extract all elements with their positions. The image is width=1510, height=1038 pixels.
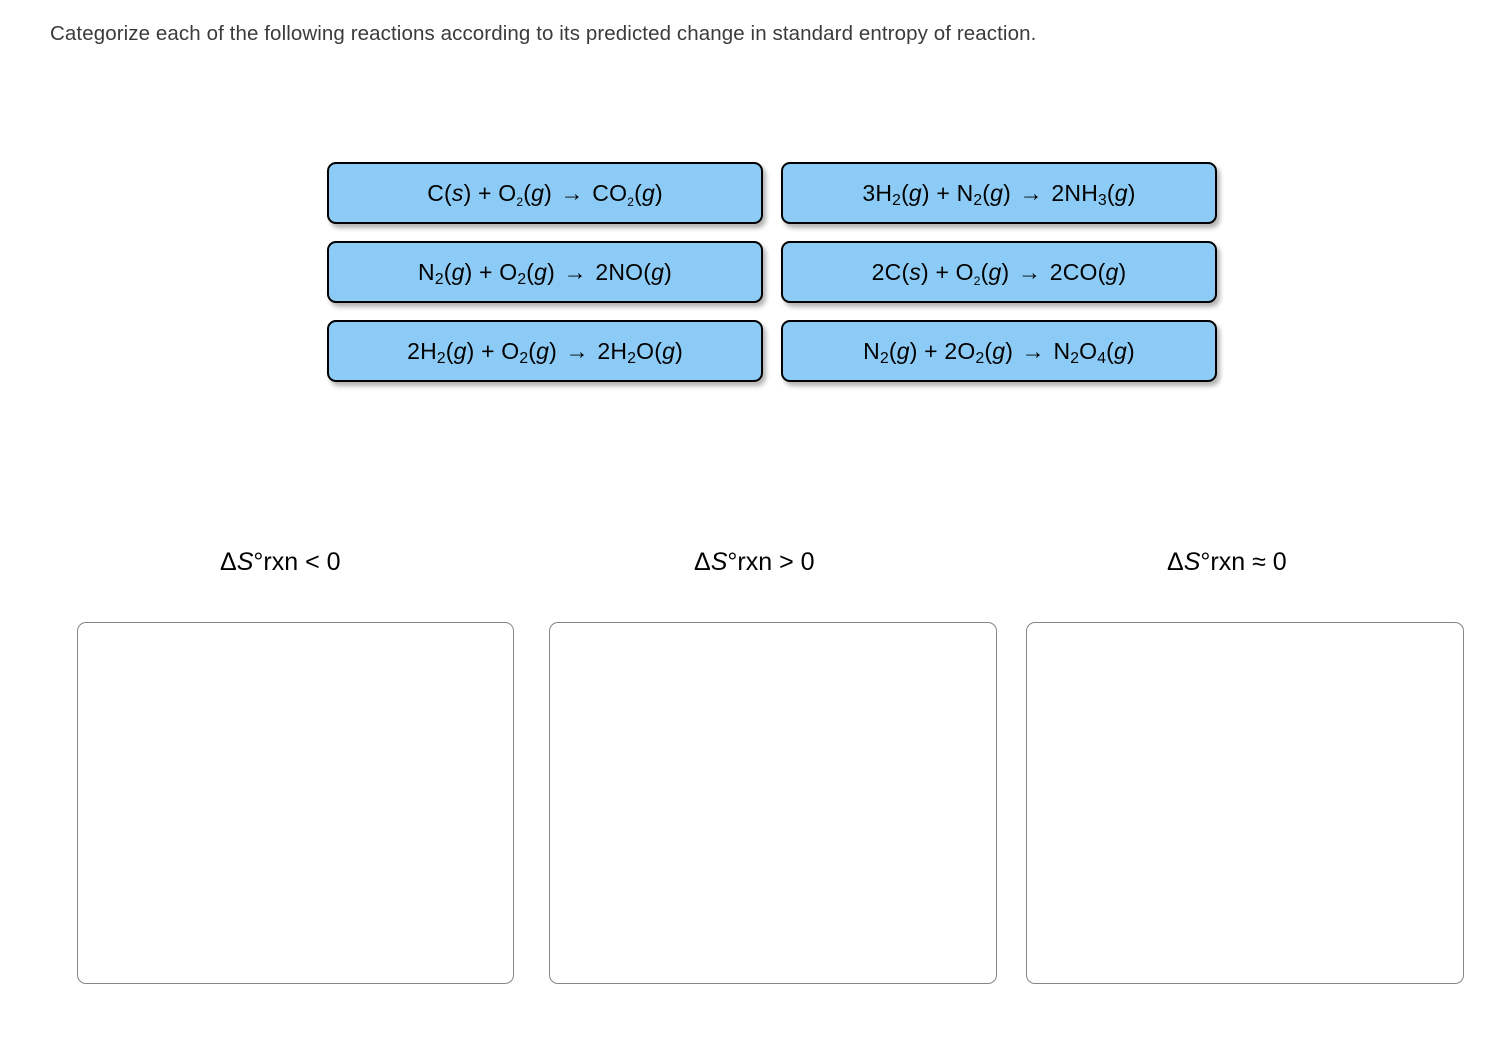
reaction-arrow-icon: → — [1019, 179, 1043, 206]
reaction-tile-carbon-to-co[interactable]: 2C(s) + O2(g) → 2CO(g) — [781, 241, 1217, 303]
category-label-row: ΔS°rxn < 0 ΔS°rxn > 0 ΔS°rxn ≈ 0 — [0, 548, 1510, 594]
reaction-equation: 3H2(g) + N2(g) → 2NH3(g) — [862, 179, 1136, 209]
dropzone-negative[interactable] — [77, 622, 514, 984]
category-label-approximately-zero: ΔS°rxn ≈ 0 — [1167, 548, 1287, 576]
reaction-tile-carbon-to-co2[interactable]: C(s) + O2(g) → CO2(g) — [327, 162, 763, 224]
reaction-arrow-icon: → — [1021, 337, 1045, 364]
tile-row: 2H2(g) + O2(g) → 2H2O(g) N2(g) + 2O2(g) … — [327, 320, 1217, 382]
reaction-tile-ammonia-synthesis[interactable]: 3H2(g) + N2(g) → 2NH3(g) — [781, 162, 1217, 224]
reaction-equation: C(s) + O2(g) → CO2(g) — [427, 179, 663, 209]
reaction-tile-nitrogen-monoxide[interactable]: N2(g) + O2(g) → 2NO(g) — [327, 241, 763, 303]
dropzone-approximately-zero[interactable] — [1026, 622, 1464, 984]
reaction-equation: 2C(s) + O2(g) → 2CO(g) — [871, 258, 1127, 288]
reaction-equation: N2(g) + O2(g) → 2NO(g) — [418, 258, 672, 288]
dropzone-row — [0, 622, 1510, 986]
reaction-tile-water-formation[interactable]: 2H2(g) + O2(g) → 2H2O(g) — [327, 320, 763, 382]
tile-row: N2(g) + O2(g) → 2NO(g) 2C(s) + O2(g) → 2… — [327, 241, 1217, 303]
reaction-equation: N2(g) + 2O2(g) → N2O4(g) — [863, 337, 1135, 367]
category-label-positive: ΔS°rxn > 0 — [694, 548, 815, 576]
reaction-arrow-icon: → — [560, 179, 584, 206]
reaction-tile-bank: C(s) + O2(g) → CO2(g) 3H2(g) + N2(g) → 2… — [327, 162, 1217, 399]
category-label-negative: ΔS°rxn < 0 — [220, 548, 341, 576]
reaction-arrow-icon: → — [565, 337, 589, 364]
reaction-tile-dinitrogen-tetroxide[interactable]: N2(g) + 2O2(g) → N2O4(g) — [781, 320, 1217, 382]
tile-row: C(s) + O2(g) → CO2(g) 3H2(g) + N2(g) → 2… — [327, 162, 1217, 224]
reaction-arrow-icon: → — [1017, 258, 1042, 285]
question-prompt: Categorize each of the following reactio… — [50, 22, 1037, 45]
dropzone-positive[interactable] — [549, 622, 997, 984]
reaction-arrow-icon: → — [563, 258, 587, 285]
category-section: ΔS°rxn < 0 ΔS°rxn > 0 ΔS°rxn ≈ 0 — [0, 548, 1510, 984]
reaction-equation: 2H2(g) + O2(g) → 2H2O(g) — [407, 337, 683, 367]
